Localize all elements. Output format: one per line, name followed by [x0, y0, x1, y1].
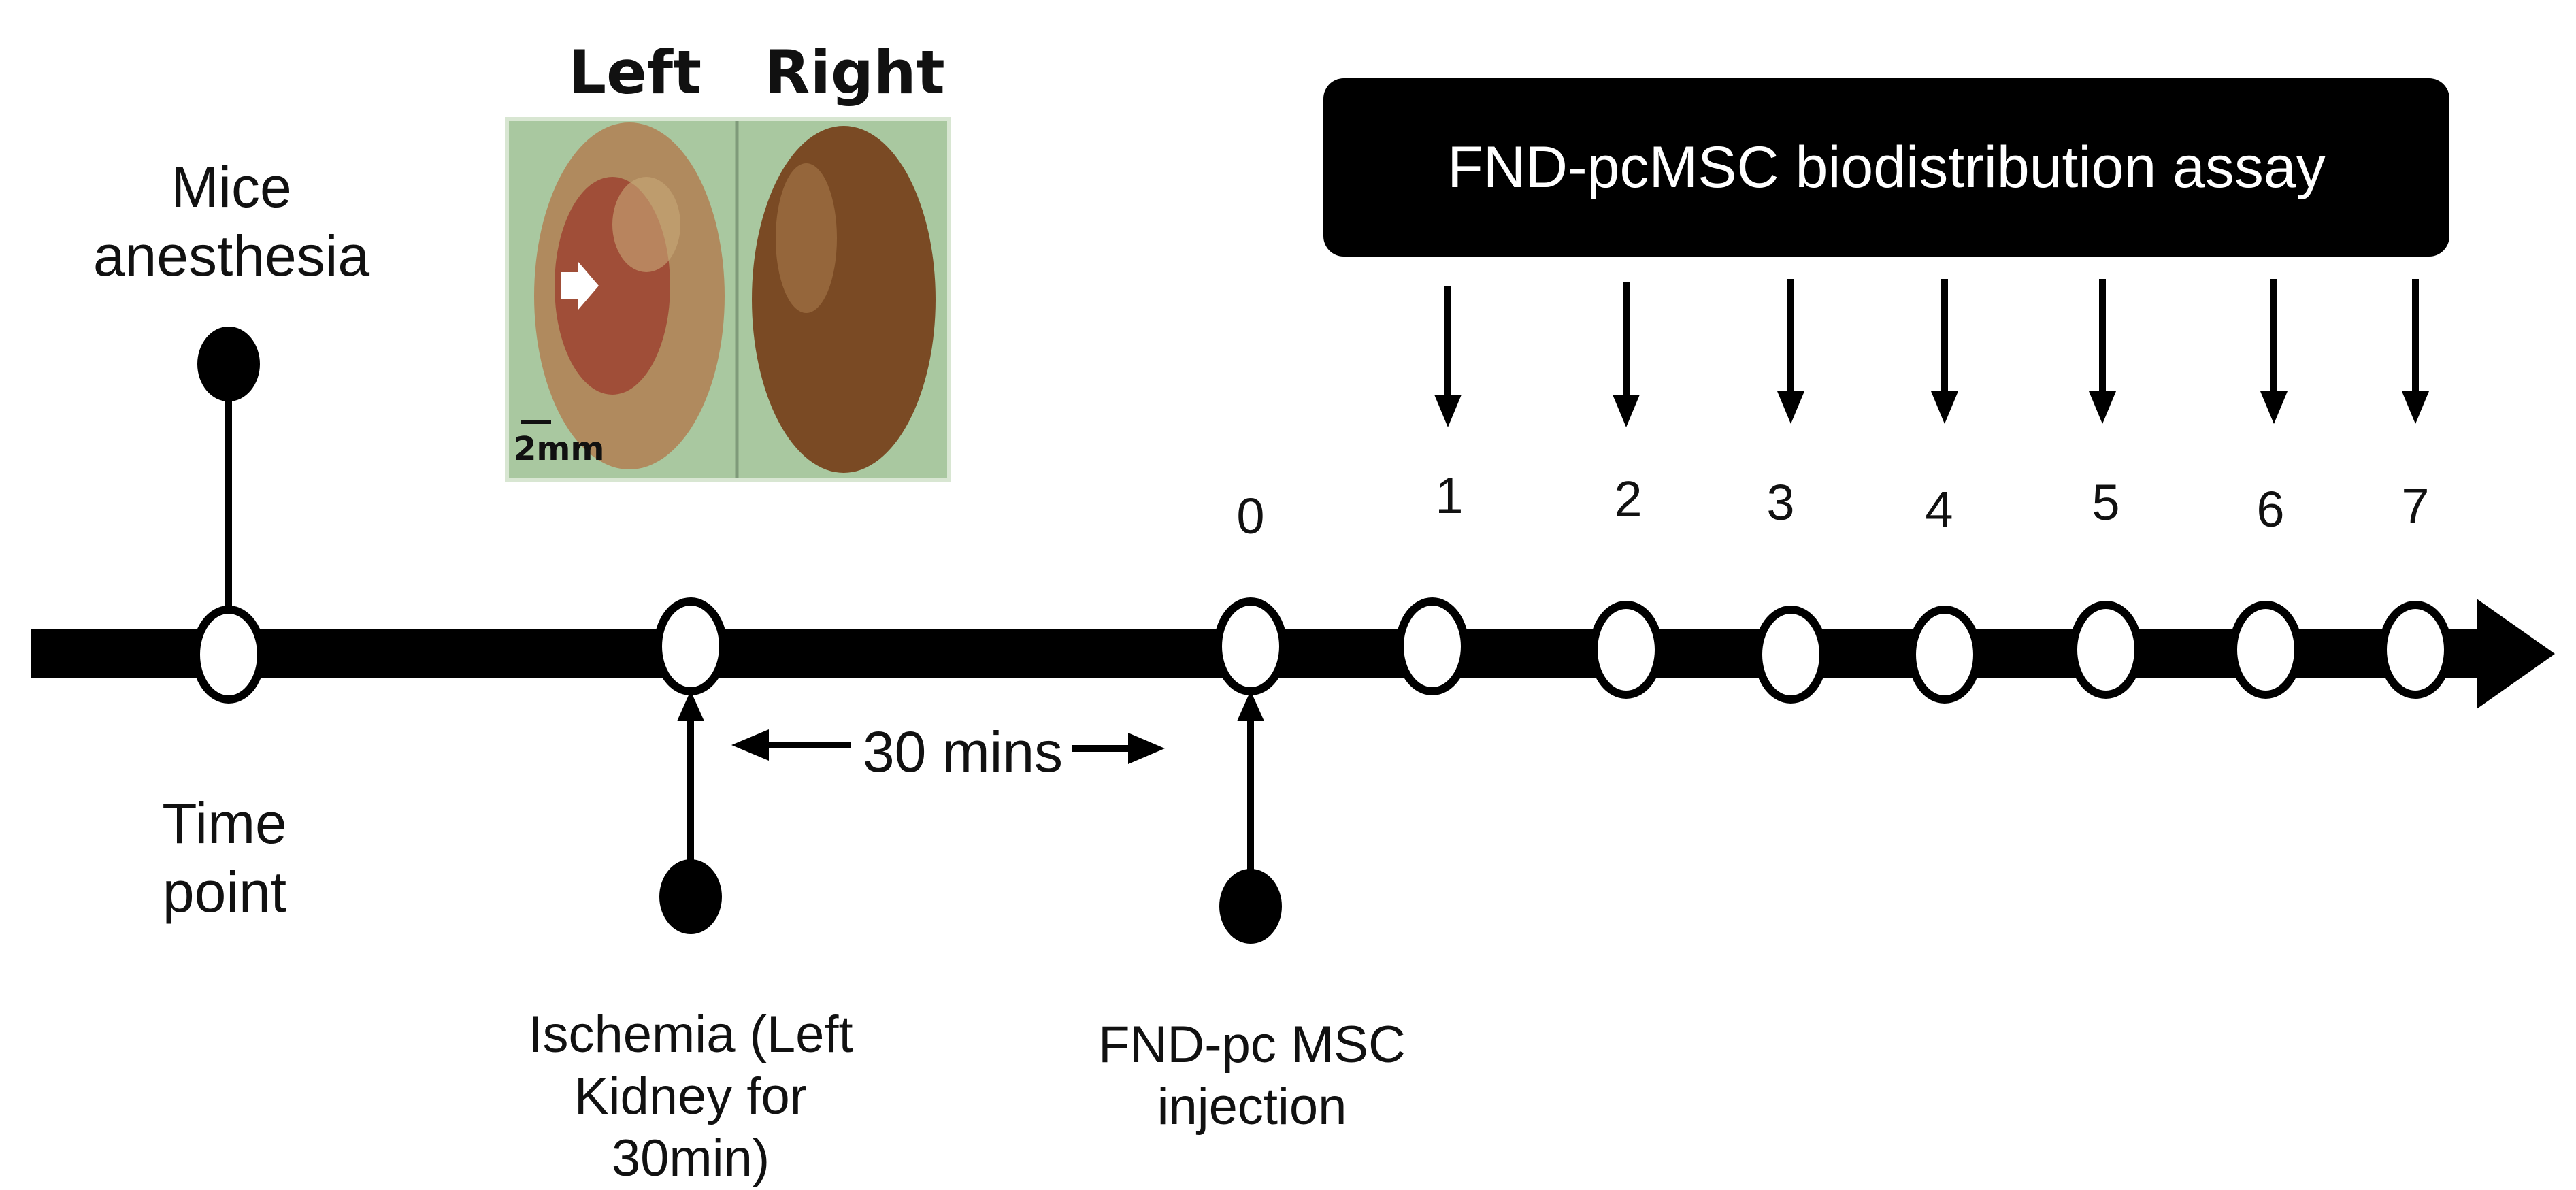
time-point-label: Time point: [162, 791, 287, 924]
injection-arrowhead: [1237, 691, 1264, 721]
right-kidney: [752, 126, 936, 473]
node-anesthesia: [192, 606, 265, 704]
injection-dot: [1219, 869, 1282, 944]
node-3: [1754, 606, 1828, 704]
node-0: [1214, 597, 1287, 695]
kidney-photo: [505, 117, 951, 482]
ischemia-dot: [659, 859, 722, 934]
arrow-marker-icon: [561, 262, 599, 310]
injection-label: FND-pc MSC injection: [1098, 1016, 1406, 1136]
timepoint-0: 0: [1236, 488, 1265, 544]
timepoint-3: 3: [1766, 474, 1795, 531]
node-1: [1396, 597, 1469, 695]
mice-anesthesia-label: Mice anesthesia: [93, 155, 370, 288]
duration-arrowhead-left: [731, 729, 769, 761]
anesthesia-dot: [197, 327, 260, 401]
timepoint-7: 7: [2401, 478, 2430, 534]
duration-arrowhead-right: [1128, 733, 1165, 764]
timeline-arrowhead: [2477, 599, 2555, 709]
photo-left-label: Left: [568, 37, 702, 108]
duration-label: 30 mins: [862, 720, 1063, 784]
node-ischemia: [654, 597, 727, 695]
node-6: [2229, 601, 2302, 699]
node-5: [2069, 601, 2143, 699]
timeline-nodes: [192, 597, 2452, 704]
timepoint-6: 6: [2256, 481, 2285, 538]
photo-right-label: Right: [764, 37, 945, 108]
node-4: [1908, 606, 1981, 704]
assay-arrows: [1434, 279, 2429, 427]
timepoint-5: 5: [2092, 474, 2120, 531]
node-2: [1589, 601, 1663, 699]
ischemia-arrowhead: [677, 691, 704, 721]
timepoint-1: 1: [1435, 467, 1464, 524]
node-7: [2379, 601, 2452, 699]
banner-text: FND-pcMSC biodistribution assay: [1447, 134, 2326, 200]
assay-banner: FND-pcMSC biodistribution assay: [1323, 78, 2449, 257]
timepoint-4: 4: [1925, 481, 1953, 538]
photo-scale-label: 2mm: [514, 430, 605, 468]
ischemia-label: Ischemia (Left Kidney for 30min): [528, 1006, 853, 1188]
timepoint-2: 2: [1614, 471, 1642, 527]
